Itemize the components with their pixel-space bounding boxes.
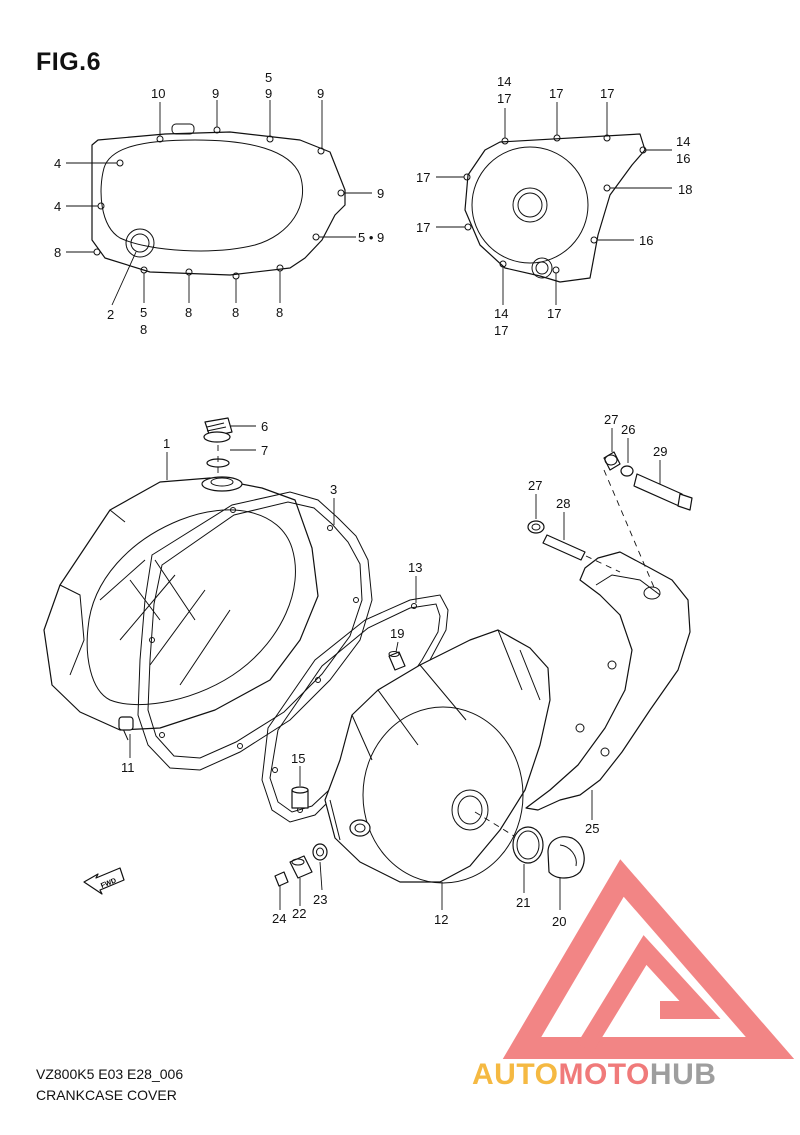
callout-18: 18 — [678, 182, 692, 197]
top-right-cover-outline — [463, 133, 647, 283]
watermark-auto: AUTO — [472, 1058, 558, 1091]
part-27-26-29-bolt-set — [603, 451, 693, 593]
callout-1: 1 — [163, 436, 170, 451]
callout-9: 9 — [265, 86, 272, 101]
callout-14: 14 — [497, 74, 511, 89]
callout-22: 22 — [292, 906, 306, 921]
callout-21: 21 — [516, 895, 530, 910]
exploded-leaders — [166, 425, 661, 910]
callout-17: 17 — [549, 86, 563, 101]
callout-4: 4 — [54, 199, 61, 214]
part-3-gasket — [137, 491, 373, 771]
callout-8: 8 — [140, 322, 147, 337]
figure-name: CRANKCASE COVER — [36, 1087, 177, 1103]
callout-12: 12 — [434, 912, 448, 927]
part-25-rear-cover — [525, 551, 691, 820]
callout-24: 24 — [272, 911, 286, 926]
callout-17: 17 — [416, 220, 430, 235]
callout-15: 15 — [291, 751, 305, 766]
part-15-dowel — [291, 766, 309, 809]
callout-6: 6 — [261, 419, 268, 434]
watermark-logo — [502, 859, 795, 1059]
callout-28: 28 — [556, 496, 570, 511]
callout-16: 16 — [676, 151, 690, 166]
top-left-cover-outline — [91, 123, 346, 280]
callout-14: 14 — [494, 306, 508, 321]
top-left-leaders — [66, 100, 372, 306]
callout-13: 13 — [408, 560, 422, 575]
part-22-23-24-plugs — [274, 843, 328, 887]
part-6-oil-cap — [203, 417, 233, 443]
part-1-clutch-cover — [43, 476, 319, 741]
callout-5-9: 5 • 9 — [358, 230, 384, 245]
callout-26: 26 — [621, 422, 635, 437]
watermark-wordmark: AUTOMOTOHUB — [472, 1058, 716, 1091]
callout-19: 19 — [390, 626, 404, 641]
callout-20: 20 — [552, 914, 566, 929]
callout-9: 9 — [377, 186, 384, 201]
watermark-moto: MOTO — [558, 1058, 649, 1091]
callout-17: 17 — [547, 306, 561, 321]
model-code: VZ800K5 E03 E28_006 — [36, 1066, 184, 1082]
callout-10: 10 — [151, 86, 165, 101]
callout-29: 29 — [653, 444, 667, 459]
part-27-28-collar — [527, 520, 621, 573]
callout-9: 9 — [317, 86, 324, 101]
callout-25: 25 — [585, 821, 599, 836]
callout-16: 16 — [639, 233, 653, 248]
part-19-dowel — [388, 651, 406, 671]
callout-23: 23 — [313, 892, 327, 907]
callout-2: 2 — [107, 307, 114, 322]
callout-17: 17 — [416, 170, 430, 185]
callout-17: 17 — [497, 91, 511, 106]
callout-7: 7 — [261, 443, 268, 458]
watermark-hub: HUB — [650, 1058, 717, 1091]
callout-17: 17 — [600, 86, 614, 101]
callout-27: 27 — [528, 478, 542, 493]
callout-5: 5 — [265, 70, 272, 85]
top-right-leaders — [436, 102, 672, 305]
callout-3: 3 — [330, 482, 337, 497]
callout-8: 8 — [232, 305, 239, 320]
callout-4: 4 — [54, 156, 61, 171]
callout-9: 9 — [212, 86, 219, 101]
callout-labels: 10 9 5 9 9 4 9 4 5 • 9 8 2 5 8 8 8 8 14 … — [54, 70, 692, 929]
callout-8: 8 — [54, 245, 61, 260]
callout-8: 8 — [276, 305, 283, 320]
part-12-generator-cover — [324, 629, 551, 884]
callout-17: 17 — [494, 323, 508, 338]
callout-5: 5 — [140, 305, 147, 320]
part-20-21-cap — [474, 811, 585, 879]
callout-8: 8 — [185, 305, 192, 320]
callout-11: 11 — [121, 760, 135, 775]
svg-text:AUTOMOTOHUB: AUTOMOTOHUB — [472, 1058, 716, 1091]
callout-14: 14 — [676, 134, 690, 149]
callout-27: 27 — [604, 412, 618, 427]
figure-title: FIG.6 — [36, 48, 102, 76]
fwd-arrow-icon: FWD — [83, 867, 125, 895]
